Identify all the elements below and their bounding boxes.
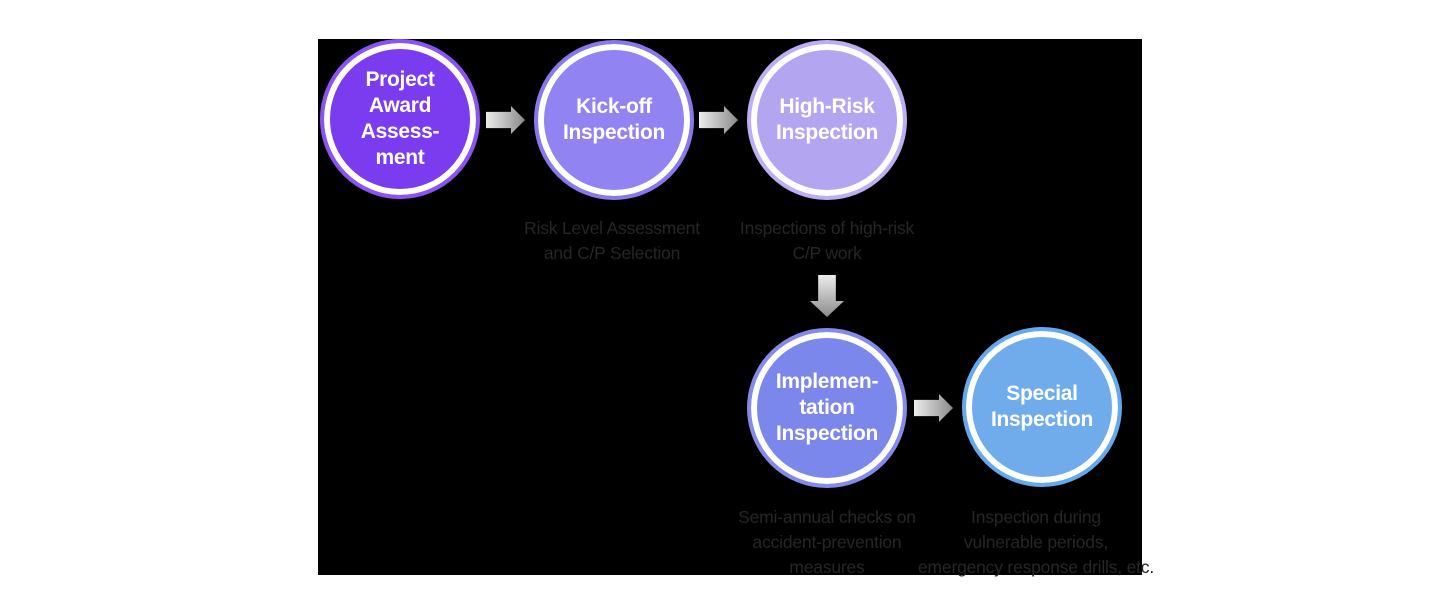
step-label-high-risk-inspection: High-Risk Inspection	[775, 95, 878, 144]
step-label-kick-off-inspection: Kick-off Inspection	[562, 95, 665, 144]
step-description-high-risk-inspection: Inspections of high-risk C/P work	[739, 218, 915, 263]
step-description-special-inspection: Inspection during vulnerable periods, em…	[918, 507, 1154, 577]
step-circle-implementation-inspection: Implemen- tation Inspection	[747, 328, 907, 488]
process-flow-panel: Project Award Assess- ment Kick-off Insp…	[318, 39, 1154, 577]
step-description-implementation-inspection: Semi-annual checks on accident-preventio…	[738, 507, 916, 577]
step-circle-project-award-assessment: Project Award Assess- ment	[320, 39, 480, 199]
arrow-right-icon	[914, 394, 953, 422]
step-label-project-award-assessment: Project Award Assess- ment	[360, 68, 440, 169]
step-description-kick-off-inspection: Risk Level Assessment and C/P Selection	[524, 218, 700, 263]
step-label-implementation-inspection: Implemen- tation Inspection	[775, 370, 879, 445]
arrow-down-icon	[810, 275, 844, 317]
arrow-right-icon	[699, 106, 738, 134]
step-circle-kick-off-inspection: Kick-off Inspection	[534, 40, 694, 200]
step-circle-special-inspection: Special Inspection	[962, 327, 1122, 487]
step-label-special-inspection: Special Inspection	[990, 382, 1093, 431]
step-circle-high-risk-inspection: High-Risk Inspection	[747, 40, 907, 200]
arrow-right-icon	[486, 106, 525, 134]
